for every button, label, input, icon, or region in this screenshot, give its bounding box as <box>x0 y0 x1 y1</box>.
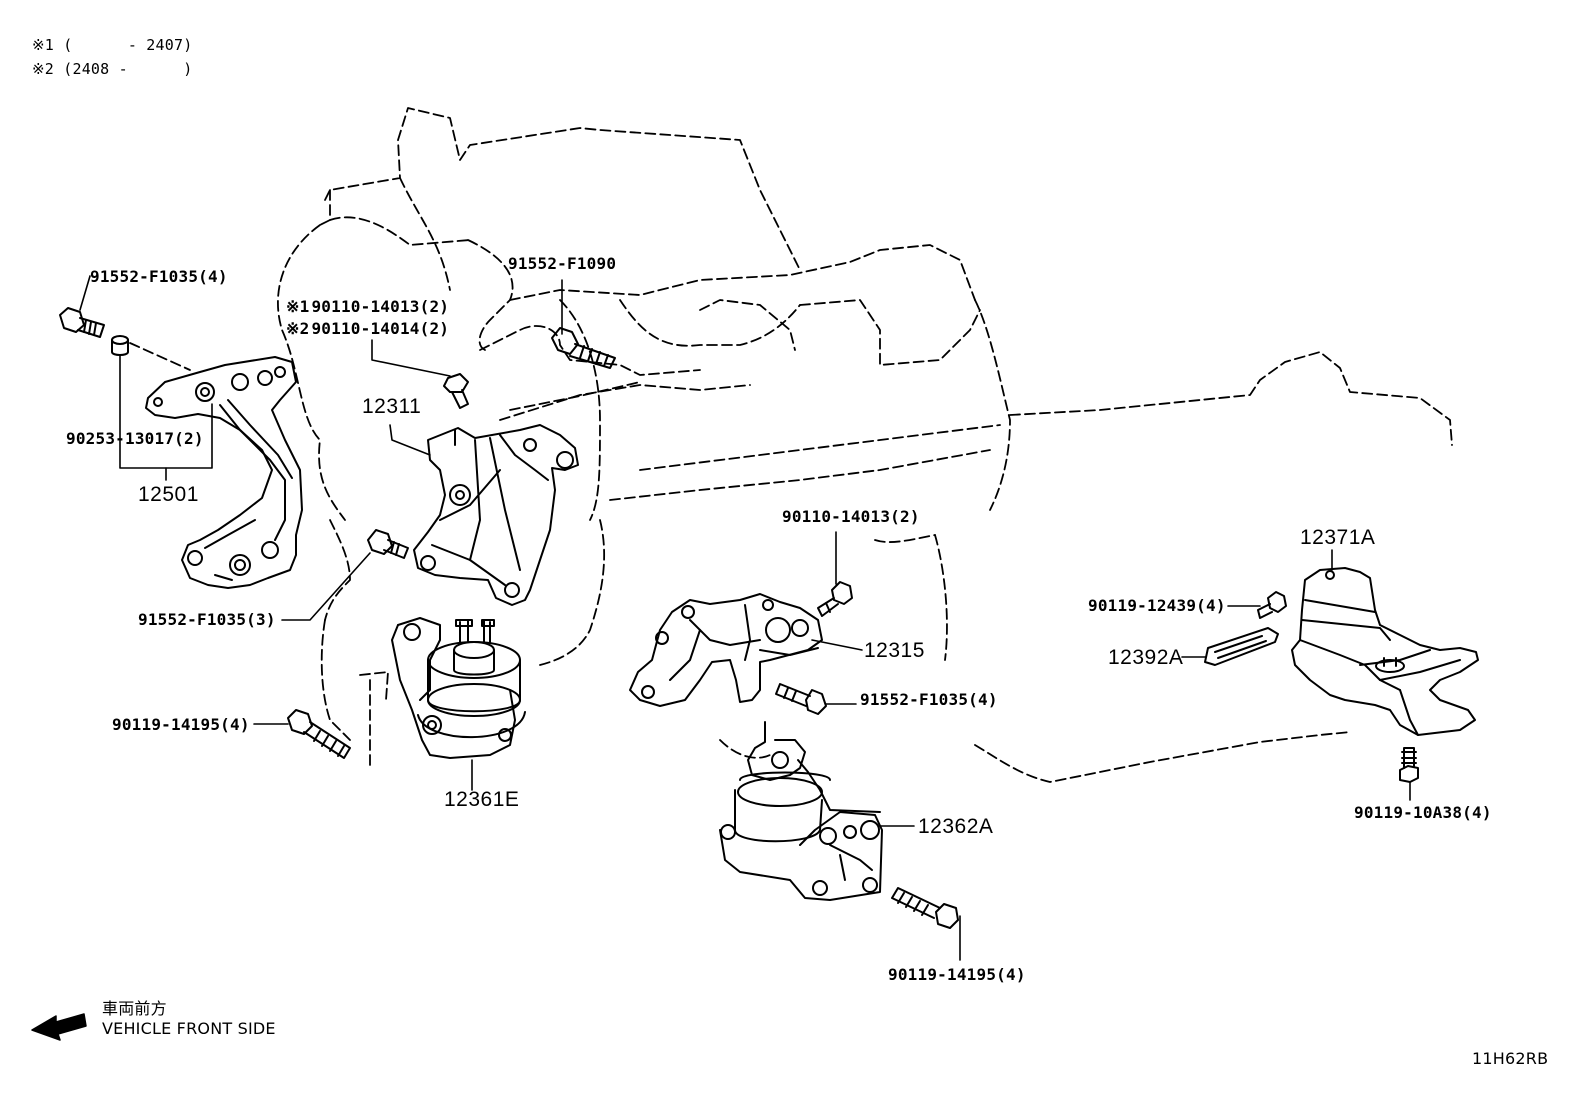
variant-note-2: ※2 (2408 - ) <box>32 60 192 78</box>
vehicle-front-arrow-icon <box>31 1013 87 1041</box>
callout-bolt-f1090[interactable]: 91552-F1090 <box>508 254 617 273</box>
collar-icon <box>111 335 129 356</box>
bolt-top-left-icon <box>59 307 105 338</box>
callout-plate-12392A[interactable]: 12392A <box>1108 646 1184 669</box>
variant-mark-2: ※2 <box>286 319 310 338</box>
callout-bolt-var1-text: 90110-14013(2) <box>311 297 450 316</box>
engine-outline <box>129 107 1453 783</box>
bracket-12311-drawing <box>367 327 616 606</box>
bolt-mid-icon <box>817 581 853 617</box>
callout-bolt-10a38[interactable]: 90119-10A38(4) <box>1354 803 1492 822</box>
callout-bolt-top-left[interactable]: 91552-F1035(4) <box>90 267 228 286</box>
callout-bracket-12311[interactable]: 12311 <box>362 395 422 418</box>
variant-note-1-mark: ※1 <box>32 36 54 54</box>
leader-lines <box>79 275 1411 961</box>
variant-mark-1: ※1 <box>286 297 310 316</box>
plate-12392A-drawing <box>1204 627 1279 666</box>
callout-bolt-var2-text: 90110-14014(2) <box>311 319 450 338</box>
callout-bolt-mid[interactable]: 90110-14013(2) <box>782 507 920 526</box>
vehicle-front-label-jp: 車両前方 <box>102 999 167 1018</box>
callout-bolt-bottom[interactable]: 90119-14195(4) <box>888 965 1026 984</box>
bracket-12315-drawing <box>629 581 853 715</box>
callout-bracket-12315[interactable]: 12315 <box>864 639 925 662</box>
bracket-12501-drawing <box>59 307 303 589</box>
bolt-mid-f1035-icon <box>775 683 827 715</box>
callout-bolt-12439[interactable]: 90119-12439(4) <box>1088 596 1226 615</box>
vehicle-front-label-en: VEHICLE FRONT SIDE <box>102 1019 276 1038</box>
bolt-left-mount-icon <box>287 709 351 759</box>
variant-note-2-text: (2408 - ) <box>63 60 193 78</box>
mount-12362A-drawing <box>719 721 959 929</box>
callout-bolt-left-mount[interactable]: 90119-14195(4) <box>112 715 250 734</box>
callout-bracket-12501[interactable]: 12501 <box>138 483 199 506</box>
callout-bolt-front-3[interactable]: 91552-F1035(3) <box>138 610 276 629</box>
callout-mount-12362A[interactable]: 12362A <box>918 815 994 838</box>
bolt-f1090-icon <box>551 327 616 369</box>
bolt-front-icon <box>367 529 409 559</box>
callout-bracket-12371A[interactable]: 12371A <box>1300 526 1376 549</box>
callout-collar[interactable]: 90253-13017(2) <box>66 429 204 448</box>
variant-note-1: ※1 ( - 2407) <box>32 36 192 54</box>
callout-mount-12361E[interactable]: 12361E <box>444 788 520 811</box>
bolt-var-icon <box>443 373 469 409</box>
figure-id: 11H62RB <box>1472 1049 1549 1068</box>
bolt-12439-icon <box>1257 591 1287 619</box>
variant-note-1-text: ( - 2407) <box>63 36 193 54</box>
callout-bolt-mid-f1035[interactable]: 91552-F1035(4) <box>860 690 998 709</box>
bolt-10a38-icon <box>1399 747 1419 783</box>
variant-note-2-mark: ※2 <box>32 60 54 78</box>
bracket-12371A-drawing <box>1257 567 1479 783</box>
bolt-bottom-icon <box>891 887 959 929</box>
mount-12361E-drawing <box>287 617 526 759</box>
